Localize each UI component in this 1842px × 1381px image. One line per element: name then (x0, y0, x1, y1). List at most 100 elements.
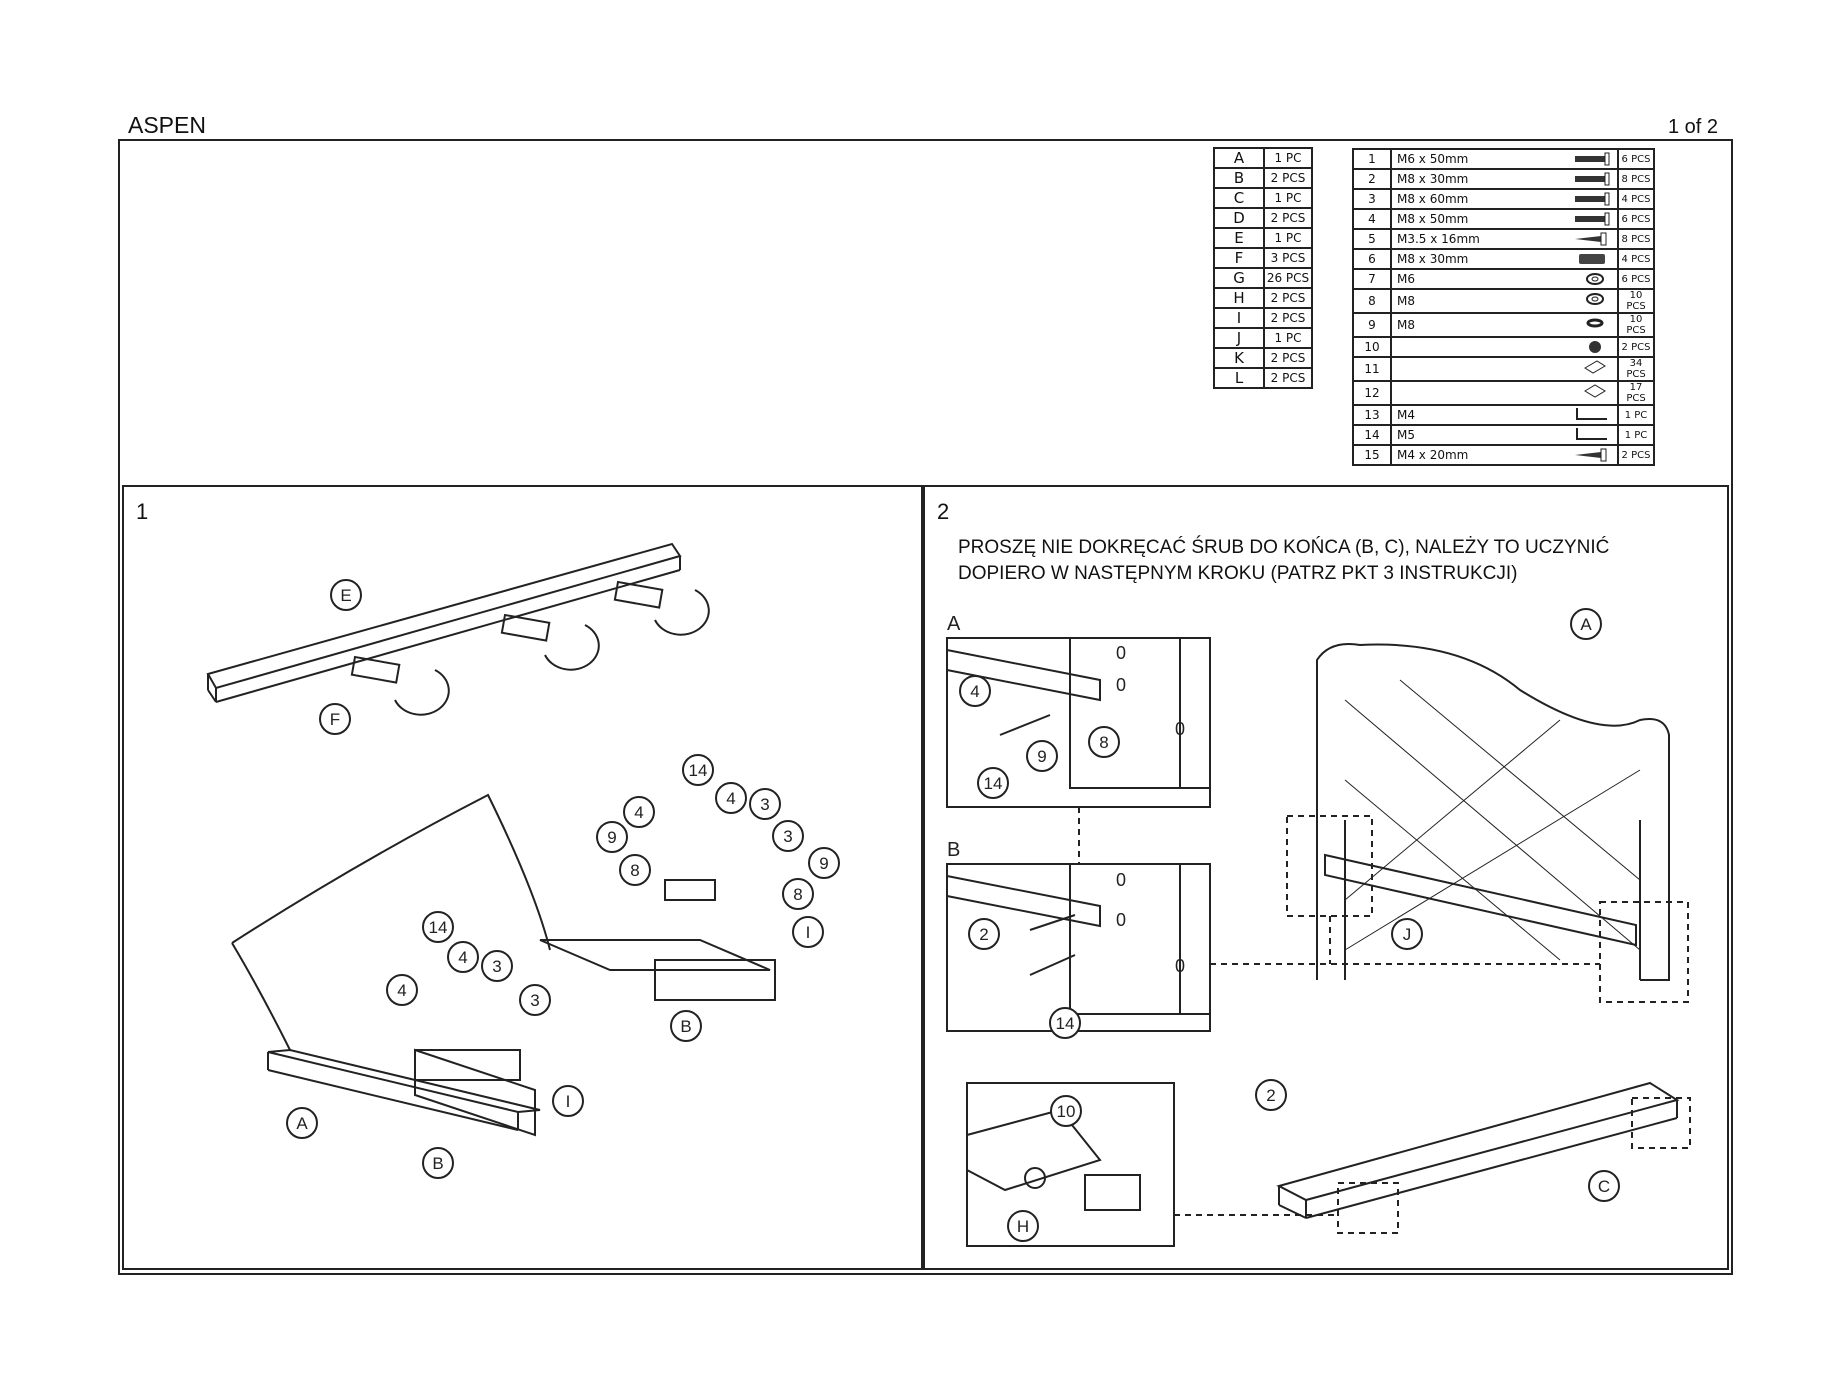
callout-circle (422, 1147, 454, 1179)
hardware-size (1390, 380, 1619, 406)
callout-label: 3 (492, 957, 501, 976)
callout-label: 8 (793, 885, 802, 904)
page-number: 1 of 2 (1668, 116, 1719, 138)
hardware-size: M8 x 30mm (1390, 168, 1619, 190)
callout-circle (481, 950, 513, 982)
callout-label: B (432, 1154, 443, 1173)
hardware-qty: 6 PCS (1617, 148, 1655, 170)
callout-label: 3 (530, 991, 539, 1010)
hole-mark: 0 (1116, 910, 1126, 930)
callout-label: 4 (726, 789, 735, 808)
callout-label: 14 (689, 761, 708, 780)
hardware-size-text: M6 (1397, 272, 1415, 286)
panel-qty: 3 PCS (1263, 247, 1313, 269)
bolt-icon (1575, 212, 1610, 226)
hardware-number: 5 (1352, 228, 1392, 250)
panel-qty: 26 PCS (1263, 267, 1313, 289)
callout-circle (682, 754, 714, 786)
callout-circle (959, 675, 991, 707)
callout-circle (386, 974, 418, 1006)
hardware-size-text: M8 (1397, 294, 1415, 308)
hardware-qty: 17 PCS (1617, 380, 1655, 406)
callout-circle (330, 579, 362, 611)
callout-label: I (806, 923, 811, 942)
hardware-size: M8 x 50mm (1390, 208, 1619, 230)
hardware-qty: 1 PC (1617, 404, 1655, 426)
inset-h-drawing (966, 1082, 1175, 1247)
hardware-size-text: M5 (1397, 428, 1415, 442)
hardware-number: 14 (1352, 424, 1392, 446)
hardware-qty: 2 PCS (1617, 444, 1655, 466)
hardware-qty: 1 PC (1617, 424, 1655, 446)
callout-label: 14 (429, 918, 448, 937)
hardware-number: 9 (1352, 312, 1392, 338)
hardware-number: 10 (1352, 336, 1392, 358)
callout-label: C (1598, 1177, 1610, 1196)
callout-label: H (1017, 1217, 1029, 1236)
note-line-1: PROSZĘ NIE DOKRĘCAĆ ŚRUB DO KOŃCA (B, C)… (958, 537, 1610, 558)
callout-circle (670, 1010, 702, 1042)
callout-circle (1391, 918, 1423, 950)
bed-frame-drawing (231, 793, 776, 1137)
callout-label: 4 (634, 803, 643, 822)
callout-circle (422, 911, 454, 943)
inset-a-label: A (947, 613, 961, 635)
hardware-number: 2 (1352, 168, 1392, 190)
hardware-number: 7 (1352, 268, 1392, 290)
callout-circle (623, 796, 655, 828)
panel-qty: 1 PC (1263, 327, 1313, 349)
callout-label: 4 (397, 981, 406, 1000)
callout-circle (749, 788, 781, 820)
callout-circle (619, 854, 651, 886)
allen-key-icon (1576, 408, 1607, 420)
step-number: 2 (937, 499, 950, 524)
bolt-icon (1575, 192, 1610, 206)
callout-circle (447, 941, 479, 973)
screw-icon (1575, 232, 1607, 246)
callout-circle (1049, 1007, 1081, 1039)
hardware-qty: 6 PCS (1617, 268, 1655, 290)
slat-cap-icon (1584, 384, 1606, 398)
hardware-size (1390, 356, 1619, 382)
panel-letter: F (1213, 247, 1265, 269)
hardware-qty: 10 PCS (1617, 288, 1655, 314)
hardware-qty: 4 PCS (1617, 188, 1655, 210)
washer-icon (1586, 293, 1604, 305)
callout-label: 8 (1099, 733, 1108, 752)
allen-key-icon (1576, 428, 1607, 440)
hardware-row: 14 M5 1 PC (1352, 424, 1655, 446)
headboard-drawing (1316, 643, 1670, 981)
hole-mark: 0 (1116, 643, 1126, 663)
callout-label: 14 (984, 774, 1003, 793)
panel-letter: E (1213, 227, 1265, 249)
panel-letter: A (1213, 147, 1265, 169)
panel-qty: 1 PC (1263, 227, 1313, 249)
hardware-size-text: M8 x 50mm (1397, 212, 1469, 226)
callout-circle (772, 820, 804, 852)
bolt-icon (1575, 172, 1610, 186)
star-washer-icon (1589, 341, 1601, 353)
panel-qty: 2 PCS (1263, 367, 1313, 389)
assembly-note: PROSZĘ NIE DOKRĘCAĆ ŚRUB DO KOŃCA (B, C)… (958, 535, 1678, 587)
hardware-size-text: M6 x 50mm (1397, 152, 1469, 166)
hole-mark: 0 (1116, 675, 1126, 695)
hardware-number: 8 (1352, 288, 1392, 314)
callout-label: F (330, 710, 340, 729)
note-line-2: DOPIERO W NASTĘPNYM KROKU (PATRZ PKT 3 I… (958, 563, 1518, 584)
panel-letter: L (1213, 367, 1265, 389)
washer-icon (1586, 273, 1604, 285)
